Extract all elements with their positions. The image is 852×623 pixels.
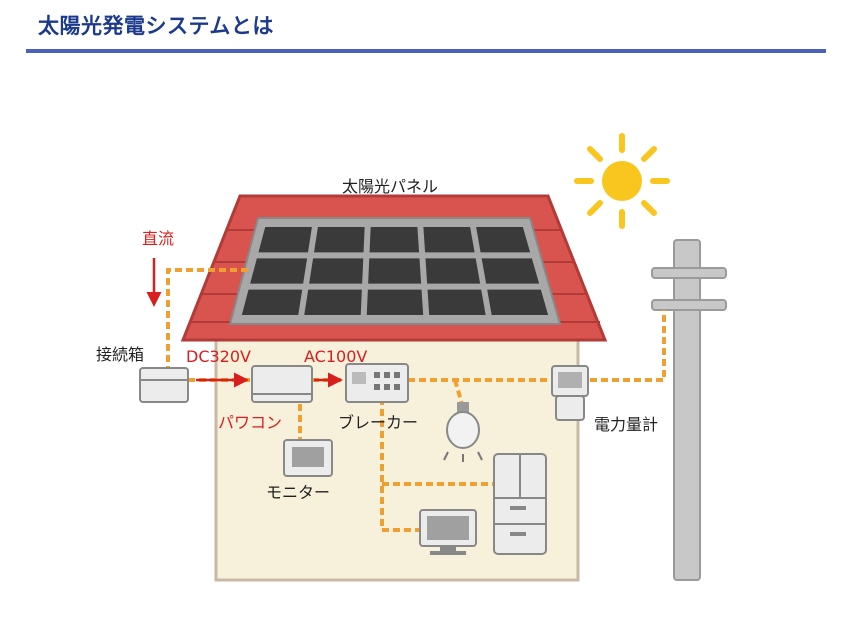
label-junction-box: 接続箱 [96, 345, 144, 364]
solar-cell [476, 227, 531, 253]
label-solar-panel: 太陽光パネル [342, 177, 438, 196]
label-breaker: ブレーカー [338, 413, 418, 432]
solar-cell [250, 258, 308, 284]
solar-cell [313, 227, 365, 253]
page-title: 太陽光発電システムとは [38, 14, 274, 38]
tv-icon [419, 509, 477, 555]
solar-cell [425, 258, 481, 284]
solar-cell [366, 289, 424, 315]
solar-cell [423, 227, 475, 253]
label-electric-meter: 電力量計 [594, 415, 658, 434]
solar-cell [304, 289, 362, 315]
breaker-icon [345, 363, 409, 403]
power-conditioner-icon [251, 365, 313, 403]
utility-pole-icon [651, 239, 727, 581]
solar-panel-icon [228, 217, 562, 325]
current-arrows [146, 258, 343, 388]
label-dc-voltage: DC320V [186, 347, 251, 366]
solar-cell [241, 289, 303, 315]
title-rule [26, 49, 826, 53]
sun-icon [574, 133, 670, 229]
junction-box-icon [139, 367, 189, 403]
label-power-conditioner: パワコン [218, 413, 282, 432]
label-dc-current: 直流 [142, 229, 174, 248]
label-ac-voltage: AC100V [304, 347, 367, 366]
light-bulb-icon [443, 402, 483, 462]
solar-cell [427, 289, 486, 315]
monitor-icon [283, 439, 333, 477]
solar-cell [487, 289, 549, 315]
solar-cell [369, 227, 420, 253]
electric-meter-icon [551, 365, 589, 421]
solar-cell [258, 227, 312, 253]
solar-cell [309, 258, 364, 284]
solar-cell [481, 258, 540, 284]
solar-cell [368, 258, 422, 284]
label-monitor: モニター [266, 483, 330, 502]
refrigerator-icon [493, 453, 547, 555]
